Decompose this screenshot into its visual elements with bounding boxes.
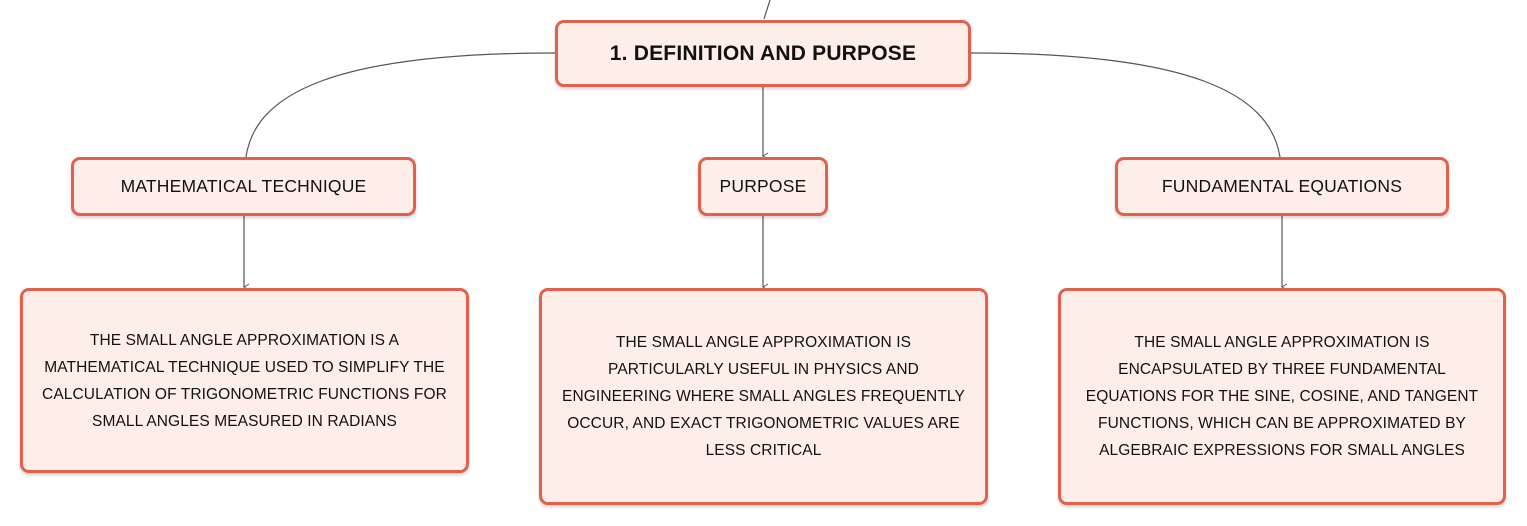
node-mathematical-technique[interactable]: MATHEMATICAL TECHNIQUE [71, 157, 416, 216]
detail-mathematical-technique-text: THE SMALL ANGLE APPROXIMATION IS A MATHE… [42, 331, 447, 430]
node-purpose[interactable]: PURPOSE [698, 157, 828, 216]
detail-fundamental-equations[interactable]: THE SMALL ANGLE APPROXIMATION IS ENCAPSU… [1058, 288, 1506, 505]
detail-mathematical-technique[interactable]: THE SMALL ANGLE APPROXIMATION IS A MATHE… [20, 288, 469, 473]
incoming-connector [763, 0, 771, 20]
node-purpose-label: PURPOSE [719, 176, 807, 196]
detail-fundamental-equations-text: THE SMALL ANGLE APPROXIMATION IS ENCAPSU… [1085, 334, 1479, 459]
root-node[interactable]: 1. DEFINITION AND PURPOSE [555, 20, 971, 87]
connector-root-to-fundamental-equations [970, 52, 1281, 158]
node-mathematical-technique-label: MATHEMATICAL TECHNIQUE [120, 176, 367, 196]
root-node-label: 1. DEFINITION AND PURPOSE [609, 41, 917, 65]
node-fundamental-equations[interactable]: FUNDAMENTAL EQUATIONS [1115, 157, 1449, 216]
detail-purpose[interactable]: THE SMALL ANGLE APPROXIMATION IS PARTICU… [539, 288, 988, 505]
node-fundamental-equations-label: FUNDAMENTAL EQUATIONS [1161, 176, 1403, 196]
detail-purpose-text: THE SMALL ANGLE APPROXIMATION IS PARTICU… [562, 334, 965, 459]
connector-root-to-mathematical-technique [245, 52, 556, 158]
